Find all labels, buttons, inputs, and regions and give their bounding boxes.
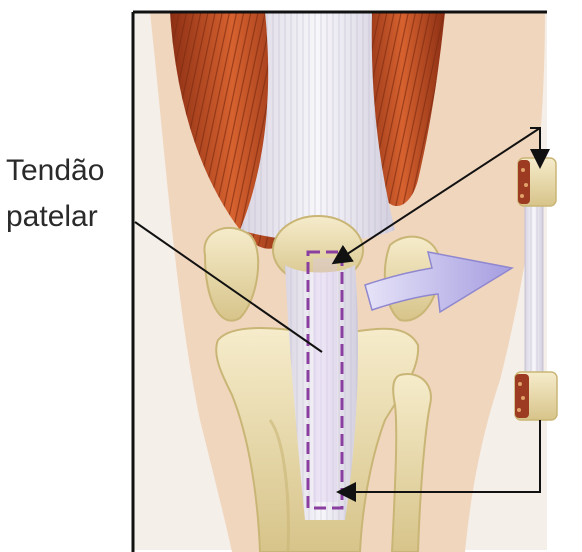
patellar-tendon-label-line2: patelar — [6, 202, 98, 232]
patellar-tendon-label-line1: Tendão — [6, 156, 104, 186]
graft-harvest-outline — [308, 252, 342, 508]
graft-bottom-bone-plug — [515, 372, 557, 420]
graft-top-bone-plug — [518, 158, 556, 206]
